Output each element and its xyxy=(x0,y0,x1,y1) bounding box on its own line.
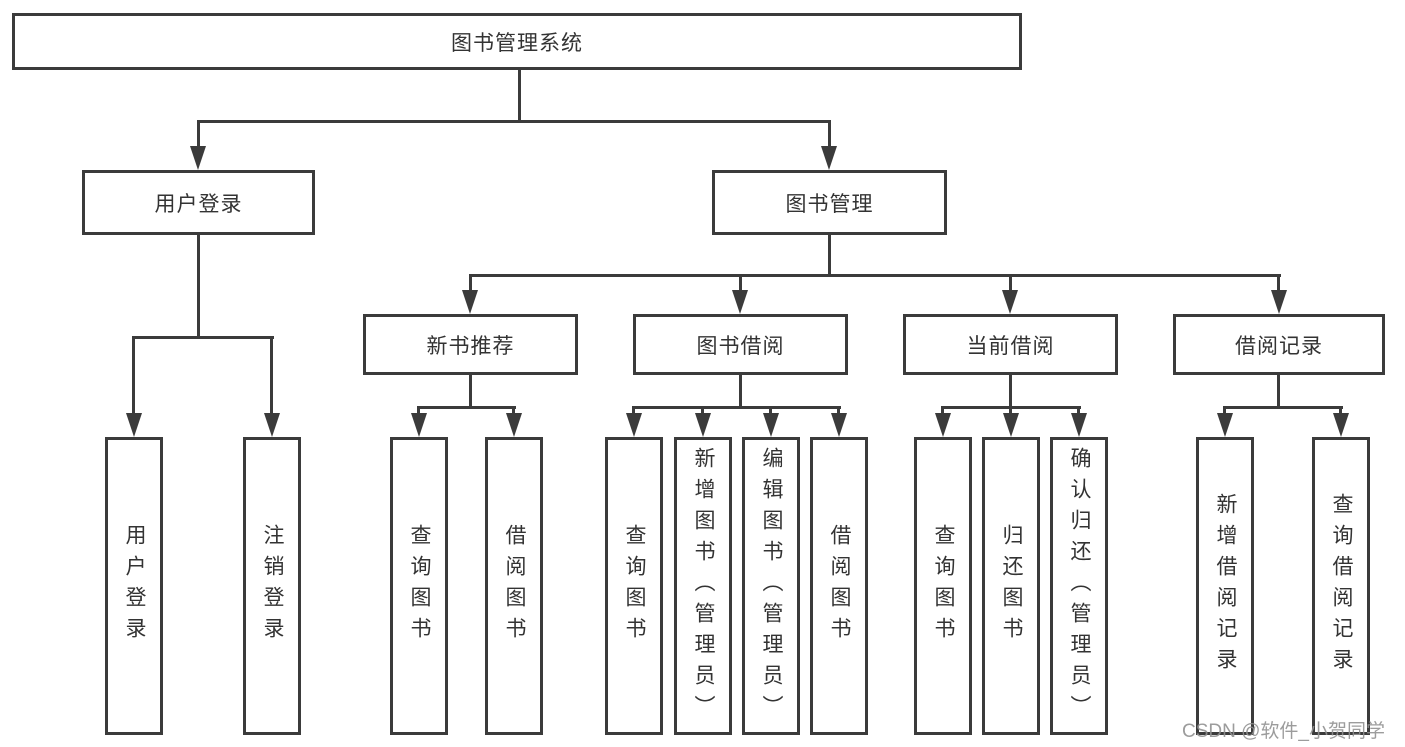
arrowhead xyxy=(506,413,522,437)
arrowhead xyxy=(411,413,427,437)
arrowhead xyxy=(462,290,478,314)
arrowhead xyxy=(1271,290,1287,314)
node-borrow-records: 借阅记录 xyxy=(1173,314,1385,375)
arrowhead xyxy=(763,413,779,437)
leaf-logout: 注销登录 xyxy=(243,437,301,735)
node-user-login: 用户登录 xyxy=(82,170,315,235)
connector-segment xyxy=(1224,406,1343,409)
connector-segment xyxy=(1339,406,1342,415)
connector-segment xyxy=(701,406,704,415)
leaf-query-books-recommend: 查询图书 xyxy=(390,437,448,735)
connector-segment xyxy=(828,120,831,148)
connector-segment xyxy=(469,274,472,292)
connector-segment xyxy=(518,70,521,122)
arrowhead xyxy=(1333,413,1349,437)
connector-segment xyxy=(1009,406,1012,415)
arrowhead xyxy=(126,413,142,437)
arrowhead xyxy=(732,290,748,314)
connector-segment xyxy=(418,406,516,409)
connector-segment xyxy=(512,406,515,415)
leaf-user-login: 用户登录 xyxy=(105,437,163,735)
node-book-borrow: 图书借阅 xyxy=(633,314,848,375)
arrowhead xyxy=(935,413,951,437)
leaf-return-books: 归还图书 xyxy=(982,437,1040,735)
arrowhead xyxy=(1071,413,1087,437)
leaf-confirm-return-admin: 确认归还（管理员） xyxy=(1050,437,1108,735)
connector-segment xyxy=(739,375,742,408)
connector-segment xyxy=(1077,406,1080,415)
arrowhead xyxy=(831,413,847,437)
connector-segment xyxy=(1277,274,1280,292)
node-new-book-recommend: 新书推荐 xyxy=(363,314,578,375)
connector-segment xyxy=(769,406,772,415)
arrowhead xyxy=(1003,413,1019,437)
arrowhead xyxy=(821,146,837,170)
node-root: 图书管理系统 xyxy=(12,13,1022,70)
connector-segment xyxy=(941,406,944,415)
connector-segment xyxy=(197,235,200,338)
leaf-add-books-admin: 新增图书（管理员） xyxy=(674,437,732,735)
arrowhead xyxy=(264,413,280,437)
leaf-query-borrow-record: 查询借阅记录 xyxy=(1312,437,1370,735)
leaf-borrow-books-recommend: 借阅图书 xyxy=(485,437,543,735)
leaf-query-books-borrow: 查询图书 xyxy=(605,437,663,735)
connector-segment xyxy=(828,235,831,276)
arrowhead xyxy=(1002,290,1018,314)
connector-segment xyxy=(1009,274,1012,292)
connector-segment xyxy=(837,406,840,415)
connector-segment xyxy=(1277,375,1280,408)
connector-segment xyxy=(417,406,420,415)
arrowhead xyxy=(1217,413,1233,437)
connector-segment xyxy=(739,274,742,292)
connector-segment xyxy=(1009,375,1012,408)
node-current-borrow: 当前借阅 xyxy=(903,314,1118,375)
leaf-add-borrow-record: 新增借阅记录 xyxy=(1196,437,1254,735)
connector-segment xyxy=(270,336,273,415)
arrowhead xyxy=(190,146,206,170)
connector-segment xyxy=(633,406,841,409)
leaf-borrow-books: 借阅图书 xyxy=(810,437,868,735)
arrowhead xyxy=(626,413,642,437)
leaf-edit-books-admin: 编辑图书（管理员） xyxy=(742,437,800,735)
leaf-query-books-current: 查询图书 xyxy=(914,437,972,735)
connector-segment xyxy=(632,406,635,415)
connector-segment xyxy=(469,274,1281,277)
connector-segment xyxy=(197,120,200,148)
connector-segment xyxy=(1223,406,1226,415)
watermark: CSDN @软件_小贺同学 xyxy=(1182,721,1385,742)
connector-segment xyxy=(469,375,472,408)
connector-segment xyxy=(133,336,274,339)
connector-segment xyxy=(132,336,135,415)
node-book-management: 图书管理 xyxy=(712,170,947,235)
connector-segment xyxy=(197,120,831,123)
arrowhead xyxy=(695,413,711,437)
